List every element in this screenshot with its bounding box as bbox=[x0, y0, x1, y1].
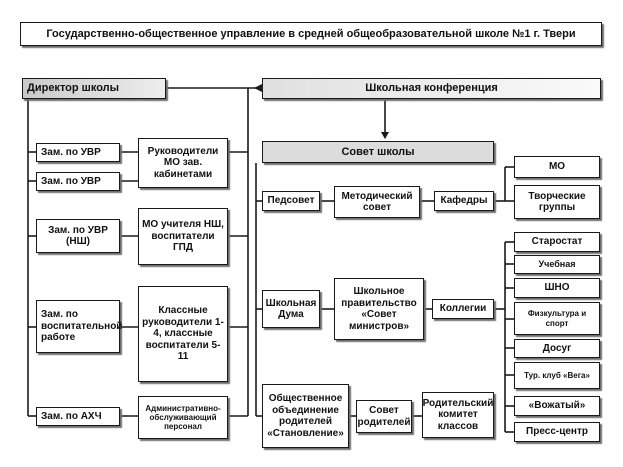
parents-association-box: Общественное объединение родителей «Стан… bbox=[262, 384, 349, 448]
arrow-head-down bbox=[381, 132, 389, 139]
college-item: Физкультура и спорт bbox=[514, 302, 600, 335]
creative-groups-box: Творческие группы bbox=[514, 185, 600, 219]
deputy-educational-work: Зам. по воспитательной работе bbox=[36, 300, 122, 353]
college-item: «Вожатый» bbox=[514, 396, 600, 416]
colleges-box: Коллегии bbox=[432, 299, 494, 319]
school-government-box: Школьное правительство «Совет министров» bbox=[334, 278, 424, 340]
conference-box: Школьная конференция bbox=[262, 78, 601, 99]
parents-council-box: Совет родителей bbox=[356, 400, 412, 433]
college-item: Тур. клуб «Вега» bbox=[514, 362, 600, 389]
class-heads-box: Классные руководители 1-4, классные восп… bbox=[138, 286, 228, 382]
deputy-uvr-primary: Зам. по УВР (НШ) bbox=[36, 219, 120, 253]
deputy-uvr-1: Зам. по УВР bbox=[36, 143, 120, 162]
deputy-ahch: Зам. по АХЧ bbox=[36, 407, 120, 426]
deputy-uvr-2: Зам. по УВР bbox=[36, 172, 120, 191]
school-council-box: Совет школы bbox=[262, 141, 494, 163]
mo-box: МО bbox=[514, 156, 600, 178]
pedsovet-box: Педсовет bbox=[262, 191, 320, 211]
college-item: Учебная bbox=[514, 255, 600, 274]
mo-heads-box: Руководители МО зав. кабинетами bbox=[138, 138, 228, 188]
college-item: Досуг bbox=[514, 339, 600, 358]
departments-box: Кафедры bbox=[434, 191, 494, 211]
mo-teachers-box: МО учителя НШ, воспитатели ГПД bbox=[138, 208, 228, 265]
college-item: Пресс-центр bbox=[514, 422, 600, 442]
admin-staff-box: Административно-обслуживающий персонал bbox=[138, 396, 228, 439]
method-council-box: Методический совет bbox=[334, 186, 420, 218]
parents-committee-box: Родительский комитет классов bbox=[422, 392, 494, 438]
college-item: ШНО bbox=[514, 278, 600, 298]
college-item: Старостат bbox=[514, 232, 600, 252]
director-box: Директор школы bbox=[22, 78, 166, 99]
page-title: Государственно-общественное управление в… bbox=[20, 22, 602, 46]
arrow-head-left bbox=[254, 84, 262, 92]
school-duma-box: Школьная Дума bbox=[262, 290, 320, 328]
